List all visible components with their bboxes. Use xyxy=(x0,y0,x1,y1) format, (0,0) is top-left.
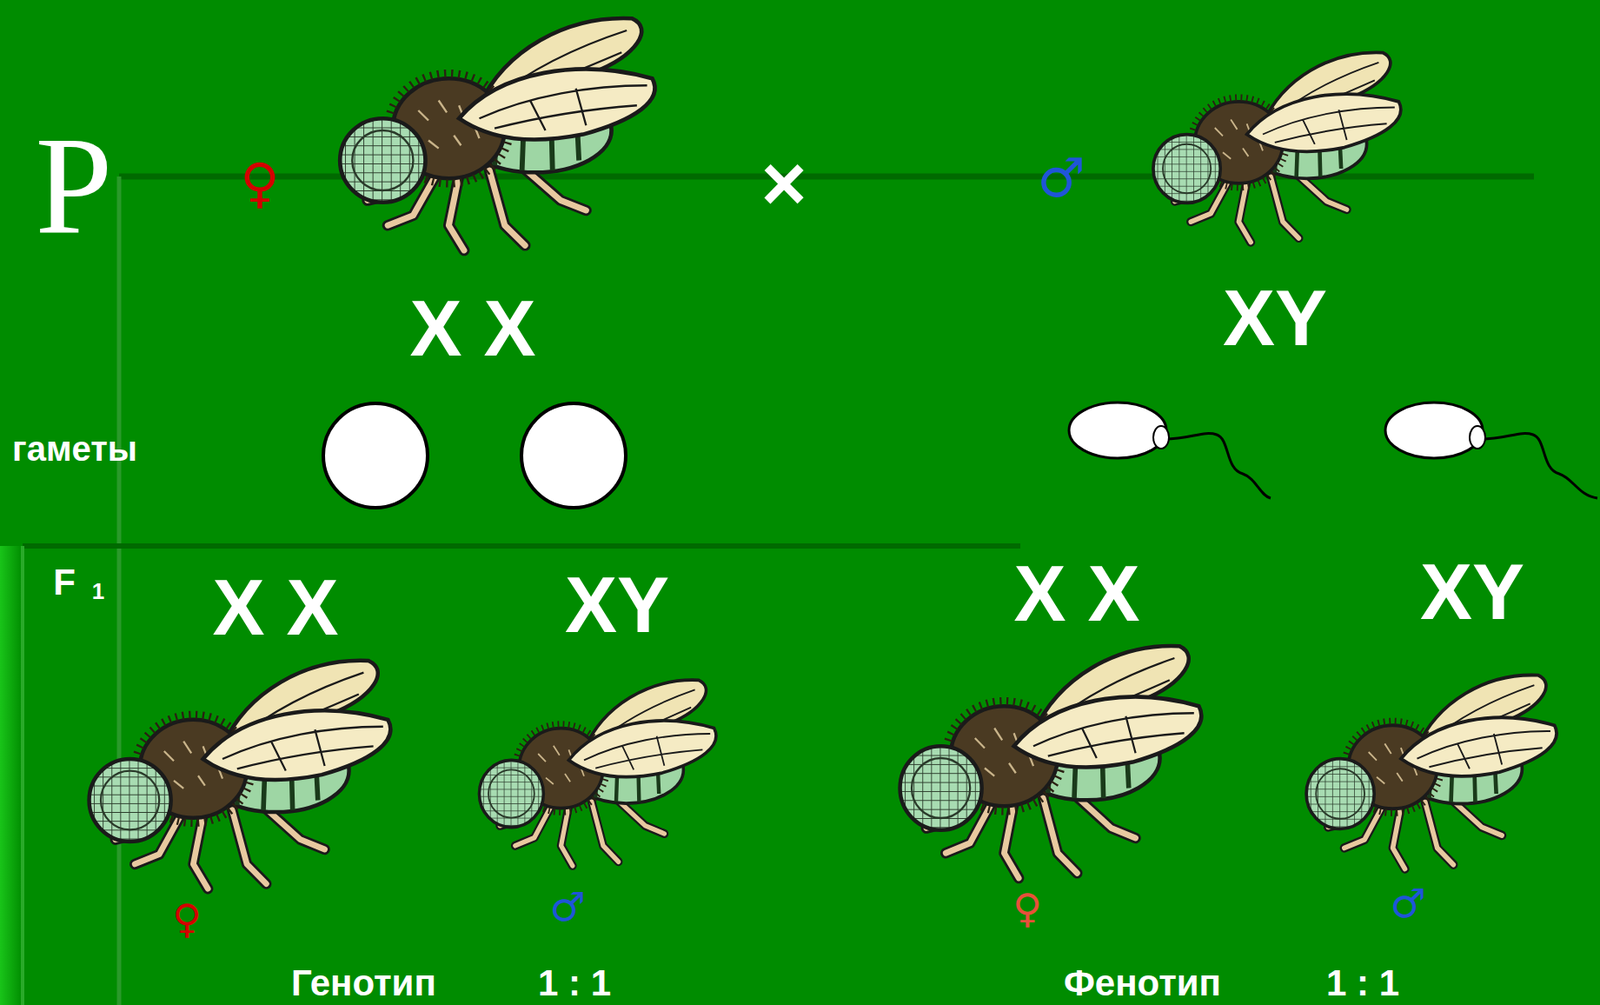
ratio-caption: Фенотип xyxy=(1063,964,1222,1002)
genotype-label: X X xyxy=(409,289,536,368)
genotype-label: XY xyxy=(564,565,670,644)
genotype-label: X X xyxy=(212,568,339,647)
female-symbol: ♀ xyxy=(172,898,202,939)
male-fly xyxy=(1153,52,1401,242)
female-symbol: ♀ xyxy=(1012,888,1043,929)
frame-line xyxy=(22,543,1021,549)
genotype-label: X X xyxy=(1013,554,1140,633)
left-glow xyxy=(0,545,23,1005)
sperm-gamete xyxy=(1068,402,1271,498)
frame-line xyxy=(20,545,25,1005)
male-fly xyxy=(1306,675,1557,870)
genotype-label: XY xyxy=(1420,552,1525,631)
generation-label: P xyxy=(35,115,113,255)
frame-line xyxy=(117,176,122,1005)
female-fly xyxy=(339,18,655,251)
egg-gamete xyxy=(521,403,626,508)
ratio-value: 1 : 1 xyxy=(537,964,611,1002)
ratio-caption: Генотип xyxy=(291,964,437,1002)
generation-subscript: 1 xyxy=(92,579,105,603)
male-symbol: ♂ xyxy=(1036,151,1086,206)
female-fly xyxy=(900,645,1202,878)
female-fly xyxy=(89,660,392,889)
generation-label: F xyxy=(53,564,76,601)
female-symbol: ♀ xyxy=(239,156,279,211)
ratio-value: 1 : 1 xyxy=(1326,964,1400,1002)
male-symbol: ♂ xyxy=(549,886,585,927)
sperm-gamete xyxy=(1385,402,1598,498)
male-fly xyxy=(478,679,716,866)
male-symbol: ♂ xyxy=(1389,882,1426,923)
gametes-label: гаметы xyxy=(12,431,138,466)
genotype-label: XY xyxy=(1222,278,1328,358)
egg-gamete xyxy=(323,403,428,508)
cross-symbol: × xyxy=(761,144,808,223)
